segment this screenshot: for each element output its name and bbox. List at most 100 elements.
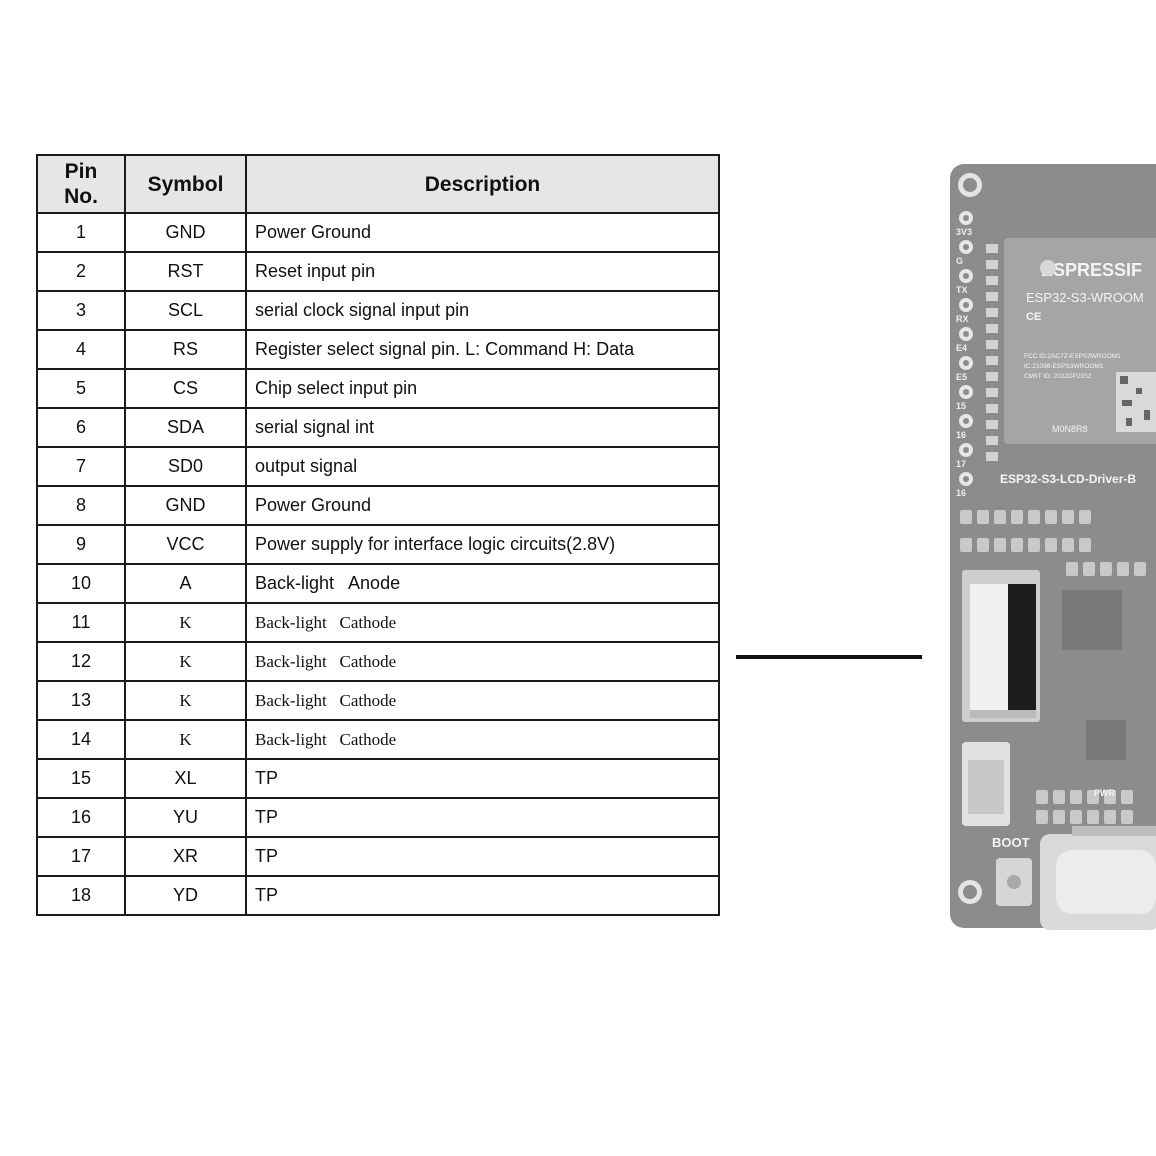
pin-number-cell: 18 — [36, 875, 126, 916]
header-pin-label: 17 — [956, 459, 966, 469]
header-pin-label: RX — [956, 314, 969, 324]
symbol-cell: GND — [124, 212, 247, 253]
module-id-line-2: IC:21098-ESPS3WROOM1 — [1024, 363, 1104, 370]
description-cell: Back-light Cathode — [245, 641, 720, 682]
description-cell: Back-light Cathode — [245, 680, 720, 721]
description-cell: Register select signal pin. L: Command H… — [245, 329, 720, 370]
description-header: Description — [245, 154, 720, 214]
symbol-cell: CS — [124, 368, 247, 409]
pin-number-cell: 10 — [36, 563, 126, 604]
description-cell: Chip select input pin — [245, 368, 720, 409]
description-cell: Back-light Anode — [245, 563, 720, 604]
pin-number-cell: 11 — [36, 602, 126, 643]
description-cell: Reset input pin — [245, 251, 720, 292]
pin-no-header: Pin No. — [36, 154, 126, 214]
table-header-row: Pin No. Symbol Description — [36, 154, 720, 214]
module-id-line-3: CMIIT ID: 2022DP2052 — [1024, 373, 1092, 380]
pin-number-cell: 6 — [36, 407, 126, 448]
header-pin-label: 16 — [956, 488, 966, 498]
description-cell: serial signal int — [245, 407, 720, 448]
pin-number-cell: 5 — [36, 368, 126, 409]
board-name-label: ESP32-S3-LCD-Driver-B — [1000, 472, 1136, 486]
symbol-cell: SCL — [124, 290, 247, 331]
description-cell: output signal — [245, 446, 720, 487]
description-cell: Power Ground — [245, 485, 720, 526]
module-brand: ESPRESSIF — [1041, 260, 1142, 280]
svg-text:CE: CE — [1026, 311, 1041, 323]
header-pin-label: 16 — [956, 430, 966, 440]
ic-chip — [1062, 590, 1122, 650]
header-pin-label: TX — [956, 285, 968, 295]
symbol-header: Symbol — [124, 154, 247, 214]
module-id-line-1: FCC ID:2AC7Z-ESPS3WROOM1 — [1024, 353, 1121, 360]
symbol-cell: SDA — [124, 407, 247, 448]
header-pins — [959, 211, 998, 486]
module-name: ESP32-S3-WROOM — [1026, 290, 1144, 305]
symbol-cell: RST — [124, 251, 247, 292]
pin-number-cell: 13 — [36, 680, 126, 721]
module-code: M0N8R8 — [1052, 424, 1088, 434]
smd-components — [960, 510, 1146, 824]
pwr-label: PWR — [1094, 788, 1115, 798]
ic-chip-small — [1086, 720, 1126, 760]
pin-number-cell: 12 — [36, 641, 126, 682]
description-cell: TP — [245, 836, 720, 877]
header-pin-label: E5 — [956, 372, 967, 382]
symbol-cell: XL — [124, 758, 247, 799]
header-pin-label: 15 — [956, 401, 966, 411]
description-cell: TP — [245, 797, 720, 838]
description-cell: Power supply for interface logic circuit… — [245, 524, 720, 565]
connector-line — [736, 655, 922, 659]
symbol-cell: K — [124, 641, 247, 682]
symbol-cell: XR — [124, 836, 247, 877]
boot-label: BOOT — [992, 835, 1030, 850]
pin-number-cell: 16 — [36, 797, 126, 838]
symbol-cell: SD0 — [124, 446, 247, 487]
header-pin-label: G — [956, 256, 963, 266]
pin-number-cell: 4 — [36, 329, 126, 370]
description-cell: Back-light Cathode — [245, 602, 720, 643]
symbol-cell: A — [124, 563, 247, 604]
pin-number-cell: 7 — [36, 446, 126, 487]
description-cell: Back-light Cathode — [245, 719, 720, 760]
symbol-cell: GND — [124, 485, 247, 526]
pin-number-cell: 1 — [36, 212, 126, 253]
pin-number-cell: 17 — [36, 836, 126, 877]
pin-number-cell: 15 — [36, 758, 126, 799]
symbol-cell: K — [124, 680, 247, 721]
description-cell: Power Ground — [245, 212, 720, 253]
symbol-cell: K — [124, 602, 247, 643]
symbol-cell: YU — [124, 797, 247, 838]
pin-number-cell: 3 — [36, 290, 126, 331]
symbol-cell: K — [124, 719, 247, 760]
pin-number-cell: 9 — [36, 524, 126, 565]
description-cell: TP — [245, 758, 720, 799]
symbol-cell: YD — [124, 875, 247, 916]
pin-number-cell: 2 — [36, 251, 126, 292]
header-pin-label: E4 — [956, 343, 967, 353]
symbol-cell: VCC — [124, 524, 247, 565]
header-pin-label: 3V3 — [956, 227, 972, 237]
pin-number-cell: 14 — [36, 719, 126, 760]
symbol-cell: RS — [124, 329, 247, 370]
